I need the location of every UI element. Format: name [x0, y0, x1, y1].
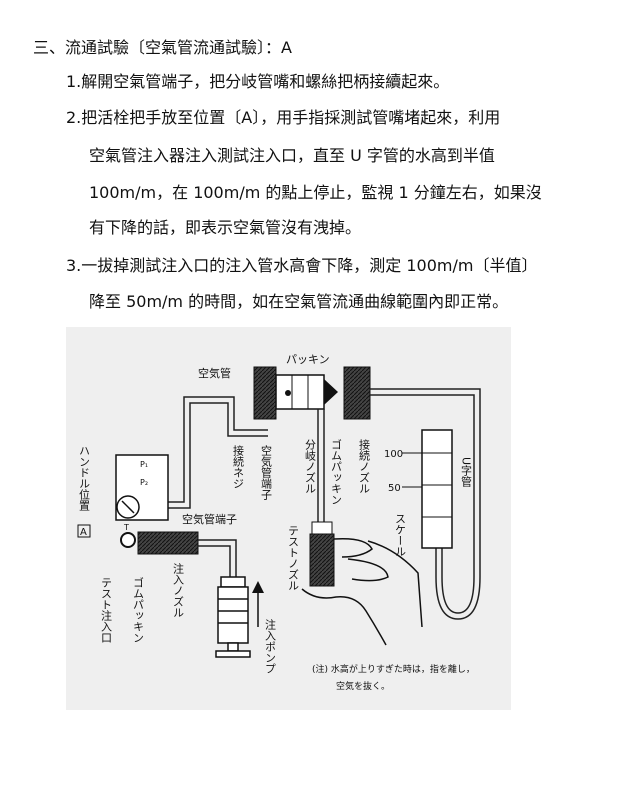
handle-position-label: ハンドル位置 [78, 445, 91, 511]
inject-pump-label: 注入ポンプ [264, 618, 277, 674]
connect-nozzle-label: 接続ノズル [358, 439, 371, 494]
scale [402, 429, 453, 549]
connect-screw-label: 接続ネジ [232, 445, 245, 489]
test-nozzle [309, 533, 335, 587]
step-2-line-4: 有下降的話，即表示空氣管沒有洩掉。 [89, 218, 362, 237]
branch-nozzle-label: 分岐ノズル [304, 439, 317, 494]
u-tube-label: U字管 [460, 457, 473, 488]
handle-box [115, 454, 169, 548]
test-nozzle-label: テストノズル [287, 525, 300, 591]
test-inlet-label: テスト注入口 [100, 577, 113, 643]
inject-pump [215, 576, 251, 658]
branch-nozzle [317, 409, 325, 522]
u-tube-pipe [370, 388, 481, 620]
rubber-packing [137, 531, 199, 555]
scale-100-label: 100 [384, 449, 403, 460]
junction-block [253, 366, 371, 420]
step-2-line-3: 100m/m，在 100m/m 的點上停止，監視 1 分鐘左右，如果沒 [89, 183, 542, 202]
test-nozzle-cap [311, 521, 333, 535]
note-line-2: 空気を抜く。 [336, 680, 390, 692]
t-label: T [123, 523, 129, 532]
air-tube-label: 空気管 [198, 366, 231, 380]
flow-test-diagram: 100 50 P₁ P₂ T パッキン 空気管 [66, 327, 511, 710]
handle-a-box [77, 524, 91, 538]
p1-label: P₁ [140, 460, 148, 469]
step-3-line-2: 降至 50m/m 的時間，如在空氣管流通曲線範圍內即正常。 [89, 292, 509, 311]
step-3-line-1: 3.一拔掉測試注入口的注入管水高會下降，測定 100m/m〔半值〕 [66, 256, 538, 275]
air-tube-terminal-vertical-label: 空気管端子 [260, 444, 273, 500]
inject-tube [198, 539, 237, 577]
air-tube [152, 396, 268, 509]
packing-label: パッキン [286, 353, 330, 366]
step-2-line-2: 空氣管注入器注入測試注入口，直至 U 字管的水高到半值 [89, 146, 495, 165]
note-line-1: (注) 水高が上りすぎた時は，指を離し， [312, 663, 475, 675]
scale-label: スケール [394, 513, 407, 557]
pump-arrow-head [252, 581, 264, 593]
p2-label: P₂ [140, 478, 148, 487]
rubber-packing-right-label: ゴムパッキン [330, 438, 343, 505]
diagram-svg: 100 50 P₁ P₂ T パッキン 空気管 [77, 353, 481, 692]
hand-drawing [301, 537, 423, 646]
step-2-line-1: 2.把活栓把手放至位置〔A〕，用手指採測試管嘴堵起來，利用 [66, 108, 501, 127]
inject-nozzle-label: 注入ノズル [172, 562, 185, 618]
step-1: 1.解開空氣管端子，把分岐管嘴和螺絲把柄接續起來。 [66, 72, 450, 91]
section-heading: 三、流通試驗〔空氣管流通試驗〕：A [33, 38, 292, 57]
air-tube-terminal-label: 空気管端子 [182, 512, 237, 526]
scale-50-label: 50 [388, 483, 401, 494]
handle-a-label: A [80, 527, 87, 538]
rubber-packing-left-label: ゴムパッキン [132, 576, 145, 643]
